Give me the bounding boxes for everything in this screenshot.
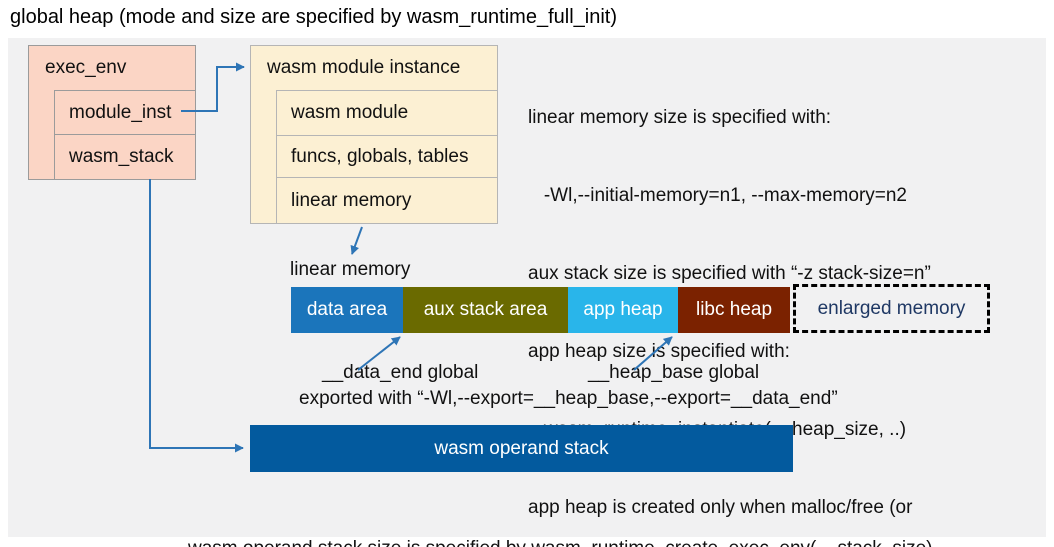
segment-aux-stack-area: aux stack area [403, 287, 568, 333]
linear-memory-label: linear memory [290, 259, 411, 280]
note-line: aux stack size is specified with “-z sta… [528, 263, 931, 284]
data-end-global-label: __data_end global [322, 362, 479, 383]
segment-data-area: data area [291, 287, 403, 333]
wasm-operand-stack-bar: wasm operand stack [250, 425, 793, 472]
operand-stack-note: wasm operand stack size is specified by … [188, 481, 933, 547]
tree-row-wasm-stack: wasm_stack [54, 134, 196, 179]
module-instance-title: wasm module instance [267, 57, 461, 78]
note-line: linear memory size is specified with: [528, 107, 832, 128]
export-note: exported with “-Wl,--export=__heap_base,… [299, 388, 838, 409]
note-line: wasm operand stack size is specified by … [188, 535, 933, 547]
linear-memory-bar: data area aux stack area app heap libc h… [291, 287, 790, 333]
tree-row-module-inst: module_inst [54, 90, 196, 134]
segment-app-heap: app heap [568, 287, 678, 333]
tree-row-linear-memory: linear memory [276, 177, 498, 223]
page-title: global heap (mode and size are specified… [10, 6, 617, 28]
tree-row-wasm-module: wasm module [276, 90, 498, 135]
note-line: app heap size is specified with: [528, 341, 790, 362]
exec-env-box: exec_env module_inst wasm_stack [28, 45, 196, 180]
note-line: -Wl,--initial-memory=n1, --max-memory=n2 [528, 185, 907, 206]
segment-enlarged-memory: enlarged memory [793, 284, 990, 333]
exec-env-title: exec_env [45, 57, 127, 78]
segment-libc-heap: libc heap [678, 287, 790, 333]
module-instance-box: wasm module instance wasm module funcs, … [250, 45, 498, 224]
note-line: app heap is created only when malloc/fre… [528, 497, 913, 518]
heap-base-global-label: __heap_base global [588, 362, 760, 383]
tree-row-funcs-globals-tables: funcs, globals, tables [276, 135, 498, 177]
